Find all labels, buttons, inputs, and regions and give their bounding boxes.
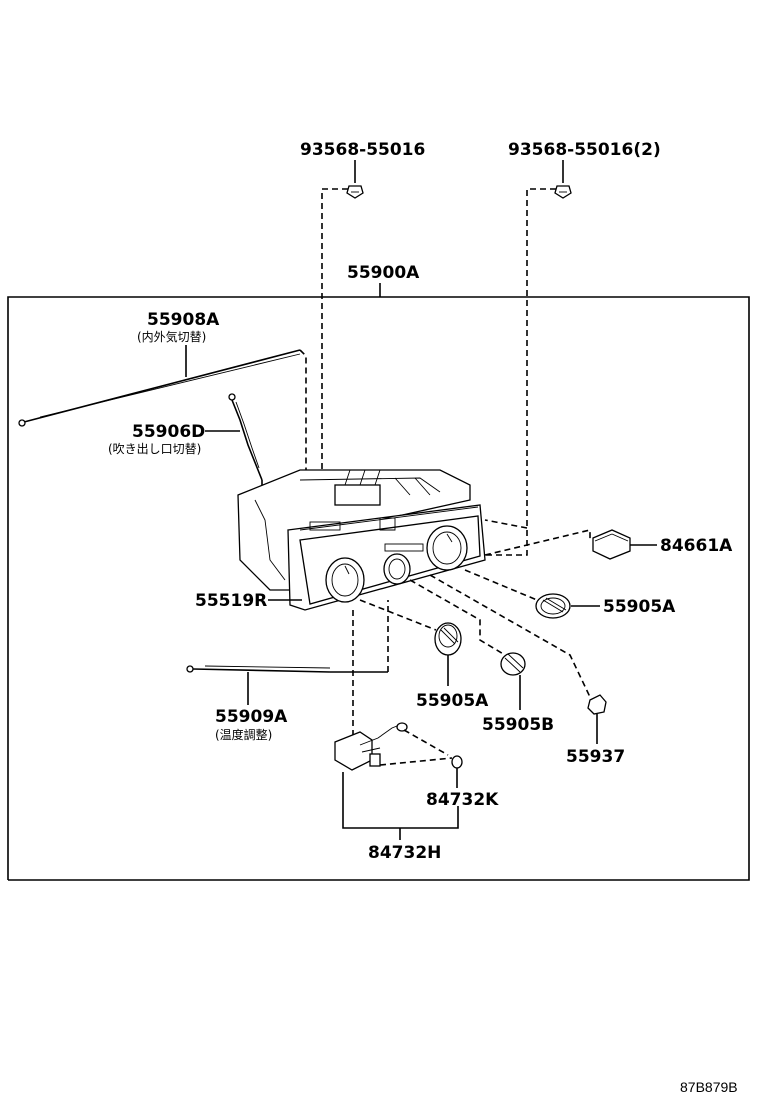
harness-icon[interactable] (334, 610, 459, 840)
knob-center-icon[interactable] (409, 579, 526, 710)
knob-right-label: 55905A (603, 597, 676, 617)
knob-center-label: 55905B (482, 715, 554, 735)
bolt-left-label: 93568-55016 (300, 140, 425, 160)
diagram-ref-label: 87B879B (680, 1079, 738, 1095)
panel-knob-left-icon[interactable] (325, 557, 365, 603)
panel-knob-center-icon[interactable] (383, 553, 411, 585)
assembly-label: 55900A (347, 263, 420, 283)
cable-temp[interactable] (186, 600, 389, 705)
cable-temp-label: 55909A (215, 707, 288, 727)
bulb-label: 55937 (566, 747, 625, 767)
panel-knob-right-icon[interactable] (426, 525, 468, 571)
cable-recirc-label: 55908A (147, 310, 220, 330)
bolt-left-icon[interactable] (346, 160, 364, 199)
cable-temp-note: (温度調整) (215, 727, 272, 742)
bolt-guide-lines (321, 188, 556, 556)
cable-mode-note: (吹き出し口切替) (108, 442, 201, 456)
knob-right-icon[interactable] (464, 569, 600, 619)
knob-left-icon[interactable] (359, 599, 462, 686)
harness-label: 84732H (368, 843, 441, 863)
socket-label: 84732K (426, 790, 499, 810)
bulb-icon[interactable] (429, 574, 607, 744)
bolt-right-label: 93568-55016(2) (508, 140, 661, 160)
switch-label: 84661A (660, 536, 733, 556)
switch-icon[interactable] (484, 528, 657, 560)
bolt-right-icon[interactable] (554, 160, 572, 199)
socket-icon[interactable] (451, 755, 463, 788)
control-base-label: 55519R (195, 591, 267, 611)
cable-recirc[interactable] (18, 345, 307, 520)
cable-recirc-note: (内外気切替) (137, 329, 206, 344)
cable-mode-label: 55906D (132, 422, 205, 442)
assembly-frame (7, 283, 750, 881)
knob-left-label: 55905A (416, 691, 489, 711)
